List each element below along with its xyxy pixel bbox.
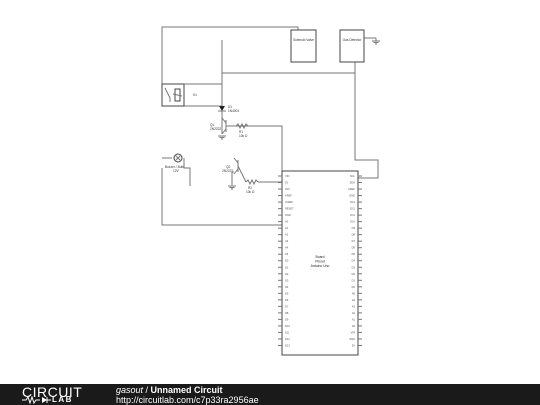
board-pin-label: D11 (350, 213, 355, 217)
board-pin-label: A4 (352, 298, 356, 302)
board-right-pins: SCL SDA AREF GND D13D12D11D10D9D8D7D6D5D4D3D… (348, 174, 362, 347)
buzzer-bulb: Buzzer / Bulb 12V (165, 153, 184, 173)
board-pin-label: A1 (285, 226, 289, 230)
board-pin-label: D9 (285, 317, 289, 321)
board-pin-label: D10 (350, 220, 355, 224)
board-pin-label: A4 (285, 246, 289, 250)
board-pin-label: A3 (285, 239, 289, 243)
buzzer-value: 12V (173, 169, 180, 173)
board-pin-label: D6 (352, 246, 356, 250)
board-pin-label: D12 (285, 337, 290, 341)
title-separator: / (143, 385, 151, 395)
footer-bar: CIRCUIT LAB gasout / Unnamed Circuit htt… (0, 384, 540, 405)
q2-ref: Q2 (226, 165, 230, 169)
board-pin-label: D9 (352, 226, 356, 230)
board-pin-label: D12 (350, 207, 355, 211)
circuit-owner[interactable]: gasout (116, 385, 144, 395)
q2-model: 2N2222 (222, 169, 233, 173)
board-pin-label: VIN (351, 330, 355, 334)
board-pin-label: GND (349, 194, 355, 198)
board-pin-label: AREF (285, 194, 292, 198)
resistor-r2: R2 10k Ω (245, 178, 259, 194)
board-pin-label: A1 (352, 317, 356, 321)
board-pin-label: GND (349, 337, 355, 341)
ground-symbol-q2 (228, 185, 236, 190)
circuit-url[interactable]: http://circuitlab.com/c7p33ra2956ae (116, 395, 259, 405)
board-pin-label: D5 (352, 252, 356, 256)
circuitlab-logo: CIRCUIT LAB (22, 384, 92, 404)
board-pin-label: D13 (350, 200, 355, 204)
board-pin-label: A0 (285, 220, 289, 224)
board-pin-label: A0 (352, 324, 356, 328)
r2-value: 10k Ω (246, 190, 255, 194)
solenoid-valve-label: Solenoid Valve (293, 38, 314, 42)
ground-symbol-q1 (218, 135, 226, 140)
transistor-q2: Q2 2N2222 (222, 157, 247, 183)
board-pin-label: D2 (352, 272, 356, 276)
relay-k1: K1 (161, 83, 197, 107)
ground-symbol-gas (372, 37, 380, 45)
board-pin-label: IOREF (285, 200, 293, 204)
board-pin-label: D13 (285, 343, 290, 347)
board-pin-label: RESET (285, 207, 294, 211)
solenoid-valve: Solenoid Valve (290, 29, 317, 63)
board-name-line1: Board (315, 255, 324, 259)
q1-model: 2N2222 (210, 127, 221, 131)
schematic-canvas: Solenoid Valve Gas Detector K1 D1 1N4001… (161, 26, 380, 356)
board-pin-label: 5V (285, 181, 288, 185)
relay-label: K1 (193, 93, 197, 97)
board-name-line3: Arduino Uno (311, 264, 330, 268)
circuit-title: gasout / Unnamed Circuit (116, 385, 223, 395)
board-pin-label: D7 (352, 239, 356, 243)
board-pin-label: D10 (285, 324, 290, 328)
arduino-board: VIN5V3V3AREFIOREFRESETGNDA0A1A2A3A4A5D0D… (278, 170, 362, 356)
board-pin-label: 3V3 (285, 187, 290, 191)
board-pin-label: D4 (285, 285, 289, 289)
board-pin-label: D5 (285, 291, 289, 295)
circuit-name: Unnamed Circuit (150, 385, 223, 395)
board-pin-label: D4 (352, 259, 356, 263)
board-pin-label: SDA (350, 181, 356, 185)
board-pin-label: D0 (352, 285, 356, 289)
board-pin-label: D1 (285, 265, 289, 269)
r1-value: 10k Ω (239, 134, 248, 138)
logo-text-top: CIRCUIT (22, 384, 83, 400)
diode-ref: D1 (228, 105, 232, 109)
r1-ref: R1 (239, 130, 243, 134)
gas-detector: Gas Detector (339, 29, 365, 63)
board-pin-label: AREF (348, 187, 355, 191)
transistor-q1: Q1 2N2222 (210, 117, 234, 135)
board-pin-label: D0 (285, 259, 289, 263)
gas-detector-label: Gas Detector (343, 38, 363, 42)
board-pin-label: D11 (285, 330, 290, 334)
board-pin-label: VIN (285, 174, 289, 178)
diode-model: 1N4001 (228, 109, 239, 113)
board-pin-label: A5 (352, 291, 356, 295)
buzzer-label: Buzzer / Bulb (165, 165, 184, 169)
board-pin-label: D6 (285, 298, 289, 302)
board-pin-label: D7 (285, 304, 289, 308)
board-pin-label: GND (285, 213, 291, 217)
board-pin-label: A3 (352, 304, 356, 308)
logo-signal-icon (22, 396, 51, 404)
board-pin-label: D2 (285, 272, 289, 276)
r2-ref: R2 (248, 186, 252, 190)
board-pin-label: A2 (352, 311, 356, 315)
board-pin-label: A5 (285, 252, 289, 256)
board-name-line2: Pinout (315, 260, 325, 264)
board-pin-label: A2 (285, 233, 289, 237)
board-pin-label: D3 (352, 265, 356, 269)
resistor-r1: R1 10k Ω (235, 122, 249, 138)
logo-text-bottom: LAB (52, 395, 73, 404)
board-pin-label: D3 (285, 278, 289, 282)
board-pin-label: SCL (350, 174, 356, 178)
board-pin-label: 5V (352, 343, 355, 347)
board-pin-label: D8 (352, 233, 356, 237)
board-pin-label: D1 (352, 278, 356, 282)
diode-d1: D1 1N4001 (218, 105, 239, 113)
board-pin-label: D8 (285, 311, 289, 315)
q1-ref: Q1 (210, 123, 214, 127)
